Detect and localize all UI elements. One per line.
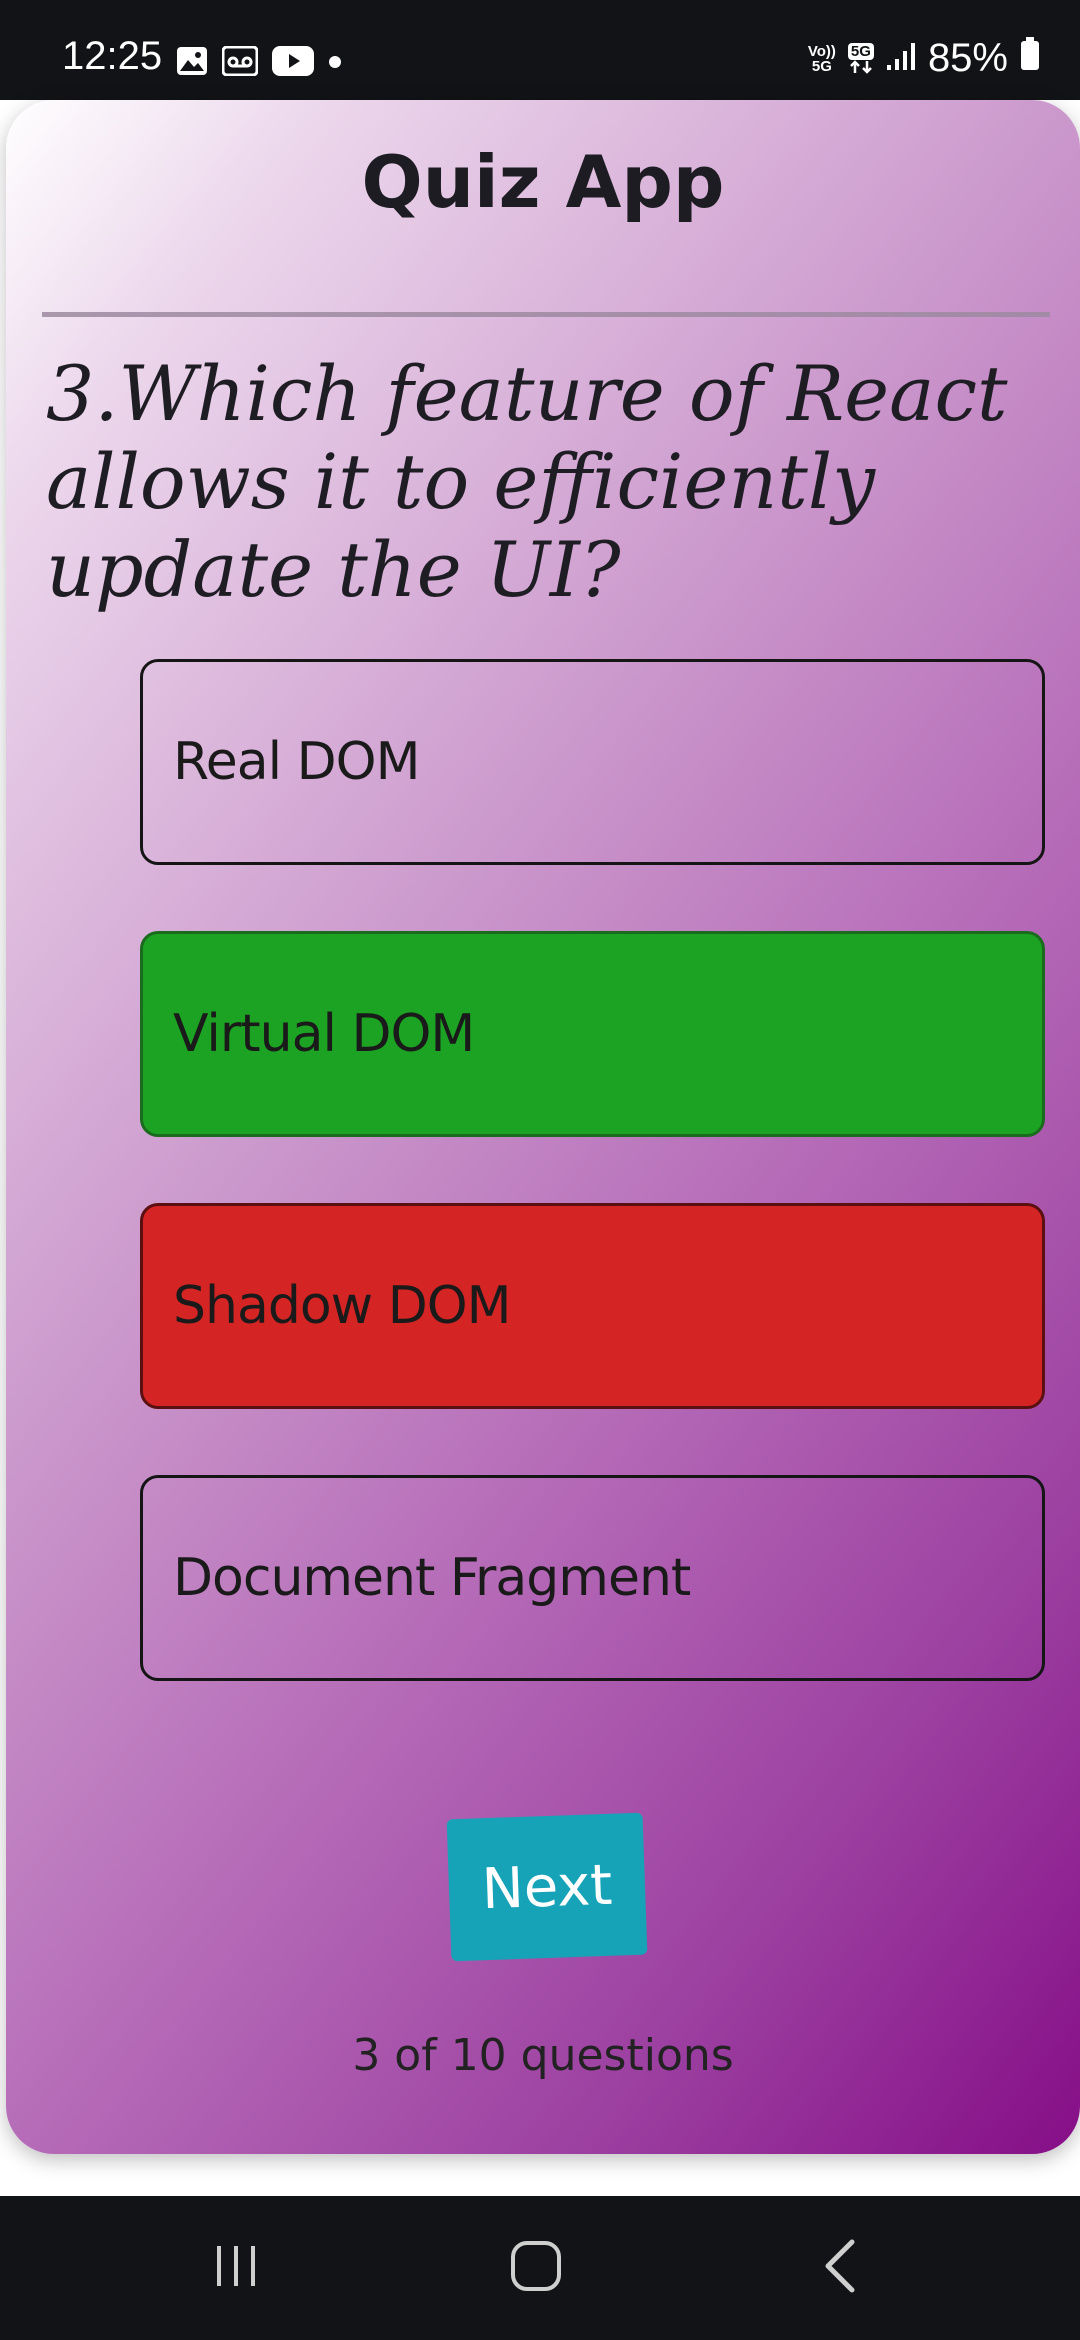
divider — [42, 312, 1050, 317]
option-label: Document Fragment — [173, 1548, 691, 1608]
next-button[interactable]: Next — [446, 1812, 648, 1962]
option-document-fragment[interactable]: Document Fragment — [140, 1475, 1045, 1681]
signal-icon — [886, 36, 916, 81]
youtube-icon — [272, 46, 314, 80]
dot-icon — [328, 54, 342, 73]
option-shadow-dom[interactable]: Shadow DOM — [140, 1203, 1045, 1409]
gallery-icon — [176, 46, 208, 80]
5g-icon: 5G — [847, 43, 874, 74]
back-button[interactable] — [760, 2196, 920, 2340]
progress-text: 3 of 10 questions — [352, 2030, 734, 2081]
home-icon — [509, 2239, 563, 2297]
option-label: Shadow DOM — [173, 1276, 512, 1336]
voicemail-icon — [221, 45, 259, 80]
option-label: Real DOM — [173, 732, 420, 792]
question-text: 3.Which feature of React allows it to ef… — [46, 349, 1008, 614]
battery-text: 85% — [927, 36, 1008, 80]
navigation-bar — [0, 2196, 1080, 2340]
home-button[interactable] — [456, 2196, 616, 2340]
battery-icon — [1020, 36, 1040, 81]
quiz-card: Quiz App 3.Which feature of React allows… — [6, 100, 1080, 2154]
volte-icon: Vo)) 5G — [807, 42, 836, 75]
recent-apps-button[interactable] — [156, 2196, 316, 2340]
option-virtual-dom[interactable]: Virtual DOM — [140, 931, 1045, 1137]
status-time: 12:25 — [62, 34, 163, 78]
back-icon — [820, 2238, 860, 2298]
system-status-icons: Vo)) 5G 5G 85% — [808, 36, 1040, 81]
notification-icons — [176, 45, 342, 80]
option-label: Virtual DOM — [173, 1004, 475, 1064]
status-bar: 12:25 Vo)) 5G 5G 85% — [0, 0, 1080, 100]
page-title: Quiz App — [361, 140, 725, 224]
option-real-dom[interactable]: Real DOM — [140, 659, 1045, 865]
recent-apps-icon — [211, 2241, 261, 2295]
